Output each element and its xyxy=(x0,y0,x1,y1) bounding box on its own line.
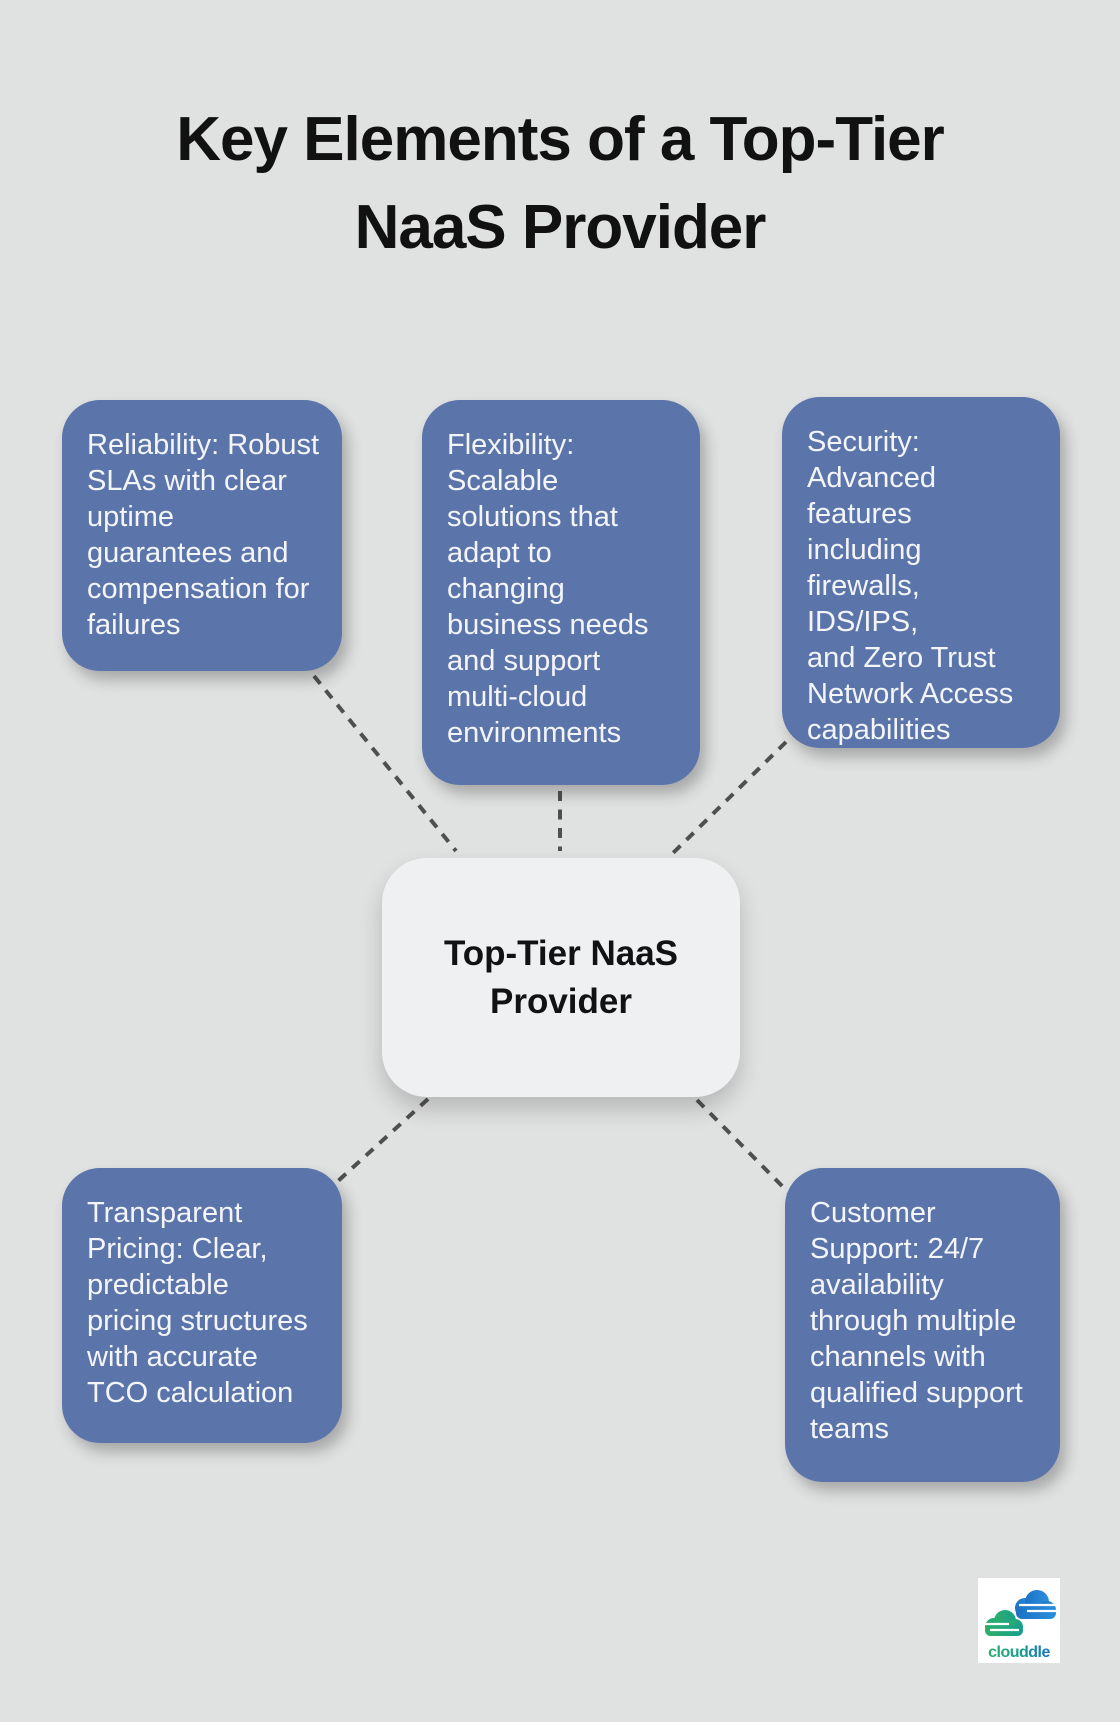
node-transparent-pricing: Transparent Pricing: Clear, predictable … xyxy=(62,1168,342,1443)
node-flexibility: Flexibility: Scalable solutions that ada… xyxy=(422,400,700,785)
clouddle-logo: clouddle xyxy=(978,1578,1060,1663)
node-reliability: Reliability: Robust SLAs with clear upti… xyxy=(62,400,342,671)
node-customer-support: Customer Support: 24/7 availability thro… xyxy=(785,1168,1060,1482)
connector-security xyxy=(668,740,788,858)
page-title: Key Elements of a Top-Tier NaaS Provider xyxy=(176,105,945,262)
clouddle-cloud-icon: clouddle xyxy=(980,1590,1058,1661)
connector-transparent-pricing xyxy=(336,1097,430,1183)
connector-customer-support xyxy=(695,1098,791,1195)
center-node-top-tier-naas-provider: Top-Tier NaaS Provider xyxy=(382,858,740,1097)
node-security: Security: Advanced features including fi… xyxy=(782,397,1060,748)
green-cloud-icon xyxy=(980,1610,1023,1636)
clouddle-wordmark: clouddle xyxy=(988,1644,1050,1661)
blue-cloud-icon xyxy=(1015,1590,1058,1619)
connector-reliability xyxy=(312,674,458,853)
